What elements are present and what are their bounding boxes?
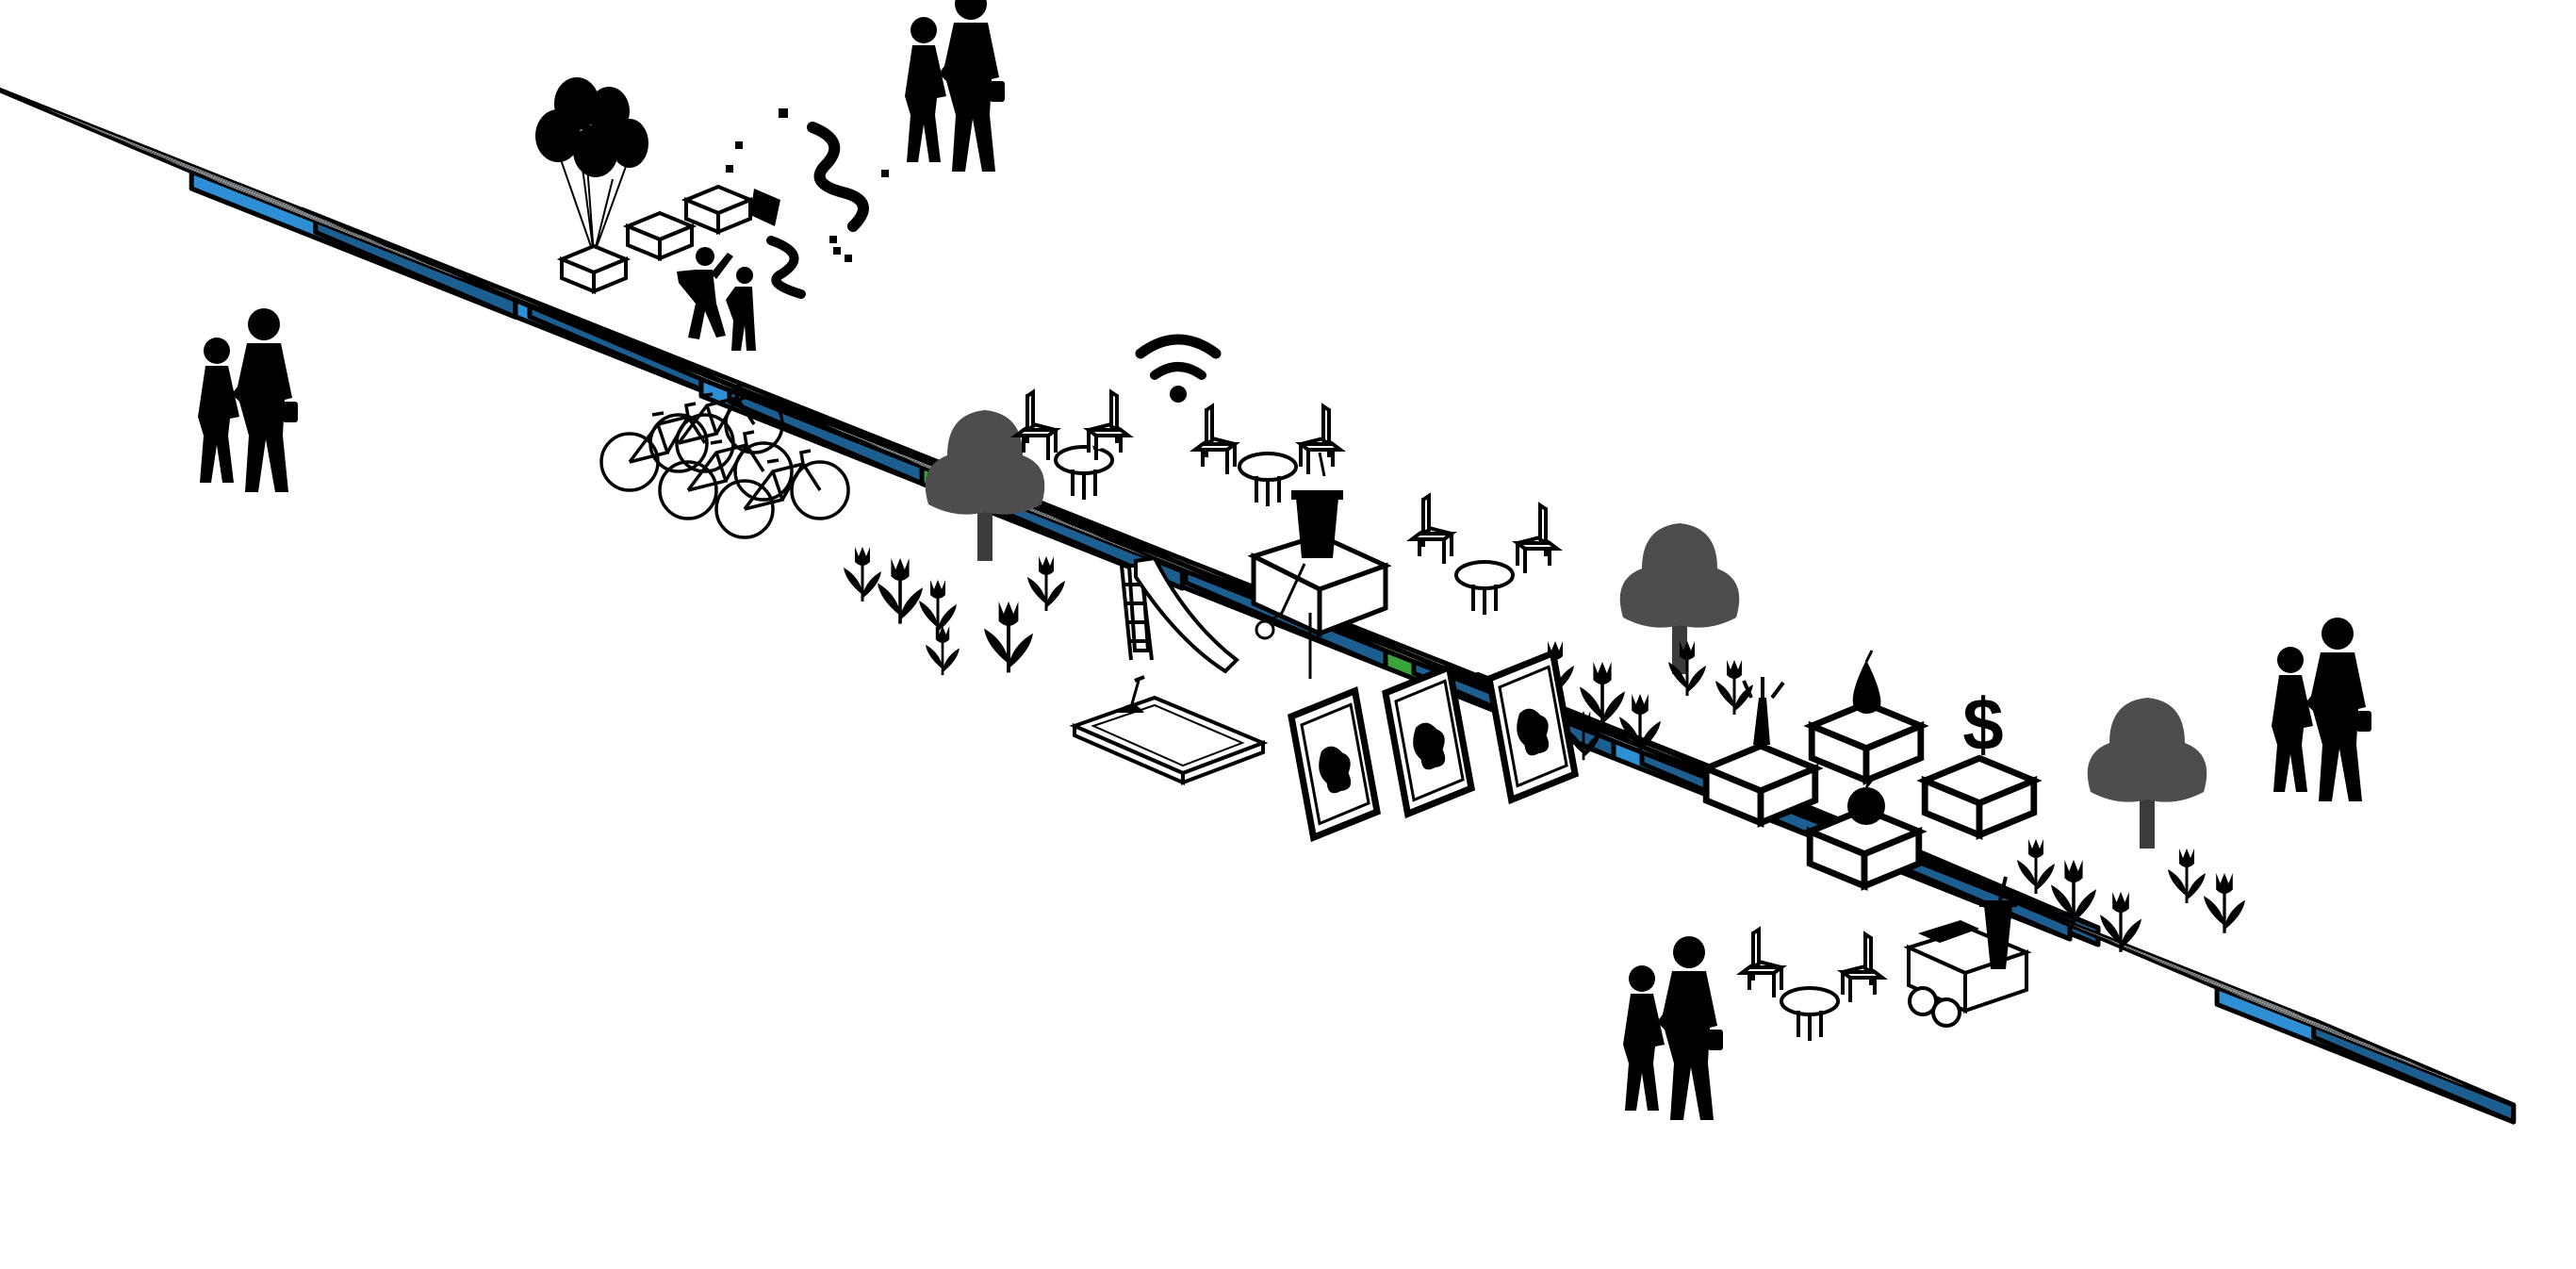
market-stall-apple xyxy=(1810,774,1919,886)
stage-podium-icon xyxy=(1247,452,1392,679)
tulip-garden-icon xyxy=(2017,839,2245,952)
tree-icon xyxy=(2087,698,2207,849)
tile-crosswalk xyxy=(0,87,518,320)
pedestrians-left-icon xyxy=(198,308,298,492)
crosswalk-stripe xyxy=(162,157,427,264)
tile-surface xyxy=(0,87,518,303)
gift-box-icon xyxy=(560,244,628,293)
tile-crosswalk xyxy=(2014,899,2517,1125)
balloons-icon xyxy=(535,77,648,255)
market-stall-carrot xyxy=(1706,677,1815,823)
crosswalk-stripe xyxy=(82,124,347,230)
pedestrians-top-icon xyxy=(905,0,1005,172)
crosswalk-stripe xyxy=(2105,938,2349,1036)
market-stall-pear xyxy=(1812,650,1921,781)
cafe-seating-icon xyxy=(1014,390,1342,508)
crosswalk-stripe xyxy=(2144,955,2388,1053)
dollar-sign-icon: $ xyxy=(1962,683,2003,766)
confetti-icon xyxy=(726,108,889,299)
pedestrians-bottom-icon xyxy=(1623,936,1723,1120)
gift-box-icon xyxy=(626,211,694,260)
market-stall-cashier: $ xyxy=(1925,683,2034,835)
cafe-seating-icon xyxy=(1410,494,1559,617)
crosswalk-stripe xyxy=(2064,921,2308,1019)
gift-box-icon xyxy=(684,185,752,234)
sandbox-icon xyxy=(1069,675,1269,786)
crosswalk-stripe xyxy=(123,140,387,247)
street-objects: $ xyxy=(198,0,2371,1120)
cafe-seating-icon xyxy=(1740,928,1884,1043)
art-frame-icon xyxy=(1289,690,1379,839)
food-cart-icon xyxy=(1903,876,2032,1028)
wifi-icon xyxy=(1135,334,1222,403)
dancing-people-icon xyxy=(677,247,756,351)
crosswalk-stripe xyxy=(2224,989,2469,1087)
street-tiles xyxy=(0,87,2517,1125)
pedestrians-right-icon xyxy=(2272,618,2371,801)
crosswalk-stripe xyxy=(42,107,307,213)
crosswalk-stripe xyxy=(2184,972,2428,1070)
slide-icon xyxy=(1120,555,1240,674)
crosswalk-stripe xyxy=(202,174,468,281)
tulip-garden-icon xyxy=(844,547,1065,676)
